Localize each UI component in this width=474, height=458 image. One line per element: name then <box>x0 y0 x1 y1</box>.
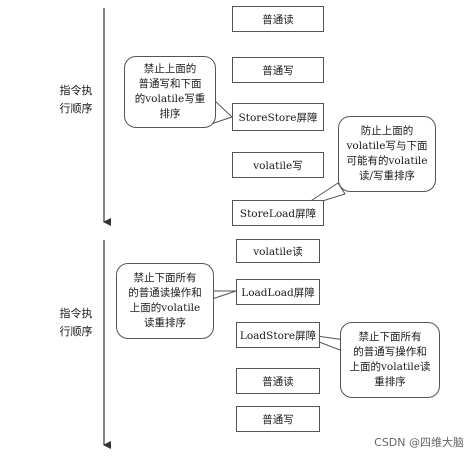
loadload-callout-pointer <box>211 290 237 300</box>
step-loadload-barrier: LoadLoad屏障 <box>236 279 320 305</box>
step-volatile-read: volatile读 <box>236 239 320 263</box>
step-storeload-barrier: StoreLoad屏障 <box>232 200 324 226</box>
bottom-order-label: 指令执 行顺序 <box>59 307 93 338</box>
step-normal-read-1: 普通读 <box>232 6 324 32</box>
step-normal-write-1: 普通写 <box>232 57 324 83</box>
loadstore-note-text: 禁止下面所有 的普通写操作和 上面的volatile读 重排序 <box>349 331 431 388</box>
step-normal-write-2: 普通写 <box>236 406 320 432</box>
watermark: CSDN @四维大脑 <box>374 436 464 449</box>
step-volatile-write: volatile写 <box>232 152 324 178</box>
step-storestore-barrier: StoreStore屏障 <box>232 103 324 131</box>
storestore-note: 禁止上面的 普通写和下面 的volatile写重 排序 <box>124 56 216 128</box>
loadload-note-text: 禁止下面所有 的普通读操作和 上面的volatile 读重排序 <box>128 272 202 329</box>
loadstore-note: 禁止下面所有 的普通写操作和 上面的volatile读 重排序 <box>340 322 440 398</box>
storeload-note: 防止上面的 volatile写与下面 可能有的volatile 读/写重排序 <box>338 116 436 192</box>
step-normal-read-2: 普通读 <box>236 368 320 394</box>
storestore-note-text: 禁止上面的 普通写和下面 的volatile写重 排序 <box>134 63 206 120</box>
step-loadstore-barrier: LoadStore屏障 <box>236 322 320 348</box>
top-order-label: 指令执 行顺序 <box>59 84 93 115</box>
loadload-note: 禁止下面所有 的普通读操作和 上面的volatile 读重排序 <box>116 263 214 339</box>
storeload-note-text: 防止上面的 volatile写与下面 可能有的volatile 读/写重排序 <box>346 125 428 182</box>
